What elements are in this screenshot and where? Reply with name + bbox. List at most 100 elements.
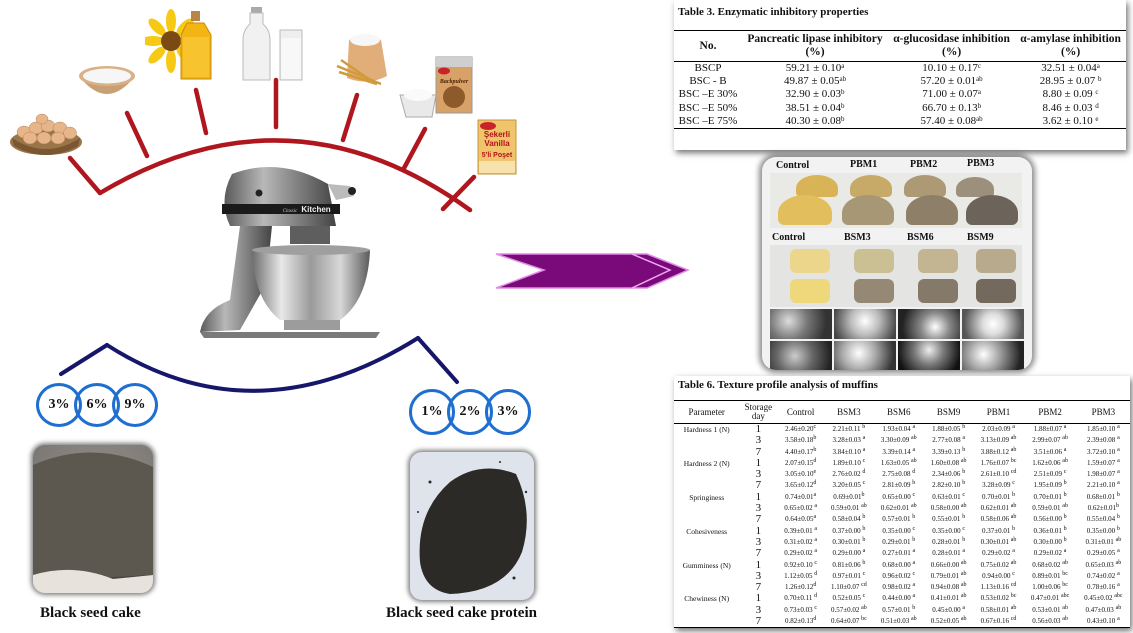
table6-cell: 0.65±0.02 a — [784, 503, 818, 513]
table6-cell: 3.30±0.09 ab — [880, 435, 917, 445]
photo-label: PBM1 — [850, 159, 878, 170]
table6-cell: 0.57±0.01 b — [882, 604, 916, 614]
table6-cell: 0.78±0.16 a — [1086, 582, 1120, 592]
table6-cell: 0.35±0.00 b — [1086, 525, 1120, 535]
table6-cell: 3.28±0.03 a — [832, 435, 866, 445]
table6-cell: 1.60±0.08 ab — [930, 457, 967, 467]
level-label: 3% — [48, 397, 70, 412]
table3-sample: BSC –E 30% — [678, 88, 738, 101]
whole-muffins-photo — [770, 173, 1022, 228]
table6-day: 3 — [755, 603, 762, 616]
table6-cell: 0.52±0.05 c — [832, 593, 866, 603]
table6-cell: 0.64±0.05a — [785, 514, 817, 524]
table6-cell: 0.28±0.01 a — [932, 548, 966, 558]
table6-cell: 0.30±0.00 b — [1033, 536, 1067, 546]
table6-cell: 0.52±0.05 ab — [930, 616, 967, 626]
egg-basket-icon — [8, 108, 84, 156]
table3-header-cell: No. — [699, 39, 717, 52]
table6-cell: 1.13±0.16 cd — [980, 582, 1017, 592]
powder-connector — [59, 336, 459, 393]
table6-cell: 0.98±0.02 a — [882, 582, 916, 592]
table3-cell: 49.87 ± 0.05ab — [783, 75, 847, 88]
table6-cell: 0.53±0.01 ab — [1032, 604, 1068, 614]
table6-cell: 0.37±0.01 b — [981, 525, 1016, 535]
table6-cell: 0.56±0.00 b — [1033, 514, 1067, 524]
table6-header-cell: PBM2 — [1038, 406, 1062, 417]
bscp-levels: 1% 2% 3% — [409, 389, 531, 435]
table6-cell: 0.43±0.10 a — [1086, 616, 1120, 626]
table6-day: 7 — [755, 615, 762, 628]
table6-day: 1 — [755, 592, 762, 605]
table6-cell: 0.69±0.01b — [833, 491, 865, 501]
table6-parameter — [674, 514, 739, 525]
connector-flour — [340, 92, 360, 143]
mixer-brand: Kitchen — [301, 205, 330, 214]
table6-cell: 0.94±0.00 c — [982, 570, 1015, 580]
black-seed-cake-protein-photo — [410, 452, 534, 600]
table6-cell: 1.00±0.06 bc — [1032, 582, 1068, 592]
table6-cell: 2.07±0.15d — [784, 457, 817, 467]
table6-cell: 0.47±0.03 ab — [1085, 604, 1122, 614]
milk-bottle-icon — [240, 6, 312, 82]
table6-cell: 1.26±0.12d — [784, 582, 817, 592]
table6-cell: 0.58±0.06 ab — [980, 514, 1017, 524]
table6-cell: 0.36±0.01 b — [1033, 525, 1067, 535]
table6-cell: 2.75±0.08 d — [882, 469, 916, 479]
table6-cell: 1.93±0.04 a — [882, 424, 916, 433]
table6-day: 3 — [755, 468, 762, 481]
muffin-photo-panel: Control PBM1 PBM2 PBM3 Control BSM3 BSM6… — [762, 157, 1032, 370]
sugar-bowl-icon — [76, 60, 138, 106]
bscp-caption: Black seed cake protein — [386, 605, 537, 621]
table6-cell: 0.68±0.01 b — [1086, 491, 1120, 501]
table6-cell: 0.29±0.02 a — [1033, 548, 1067, 558]
table6-cell: 0.58±0.01 ab — [980, 604, 1017, 614]
level-label: 1% — [421, 404, 443, 419]
table6-cell: 0.37±0.00 b — [832, 525, 866, 535]
ingredient-connector — [67, 77, 477, 213]
table6-day: 3 — [755, 535, 762, 548]
table6-cell: 0.65±0.03 ab — [1085, 559, 1122, 569]
table6-day: 7 — [755, 479, 762, 492]
table6-cell: 3.39±0.13 b — [932, 446, 966, 456]
table6-cell: 0.74±0.02 a — [1086, 570, 1120, 580]
table6-parameter: Hardness 2 (N) — [683, 458, 730, 468]
table6-cell: 2.61±0.10 cd — [980, 469, 1017, 479]
table3-sample: BSC –E 75% — [678, 114, 738, 127]
table6-cell: 0.73±0.03 c — [784, 604, 818, 614]
table6-card: Table 6. Texture profile analysis of muf… — [674, 376, 1130, 628]
table6-cell: 1.85±0.10 a — [1086, 424, 1120, 433]
table6-cell: 2.21±0.10 a — [1086, 480, 1120, 490]
table6-cell: 3.88±0.12 ab — [980, 446, 1017, 456]
table6-cell: 1.63±0.05 ab — [880, 457, 917, 467]
micrograph — [770, 309, 832, 339]
micrograph — [962, 341, 1024, 370]
table6-day: 1 — [755, 423, 762, 435]
table6-day: 7 — [755, 513, 762, 526]
table6-day: 7 — [755, 445, 762, 458]
table6-cell: 0.28±0.01 b — [932, 536, 966, 546]
table6-cell: 0.79±0.01 ab — [930, 570, 967, 580]
table3-sample: BSCP — [694, 62, 722, 74]
table6-cell: 3.13±0.09 ab — [980, 435, 1017, 445]
table6-parameter: Gumminess (N) — [682, 560, 731, 570]
table6-cell: 0.30±0.01 b — [832, 536, 866, 546]
table3-title: Table 3. Enzymatic inhibitory properties — [678, 6, 869, 18]
table6-cell: 0.29±0.02 a — [982, 548, 1015, 558]
table6-header-cell: PBM3 — [1091, 406, 1116, 417]
table6-cell: 2.81±0.09 b — [882, 480, 916, 490]
table6-cell: 0.47±0.01 abc — [1030, 593, 1070, 603]
table6-day: 3 — [755, 569, 762, 582]
table3-header-cell: α-amylase inhibition(%) — [1020, 33, 1121, 58]
connector-bakingpowder — [400, 126, 428, 173]
table6-header-cell: Parameter — [688, 406, 725, 417]
table6-cell: 3.58±0.18b — [784, 435, 817, 445]
process-arrow-icon — [492, 250, 692, 292]
